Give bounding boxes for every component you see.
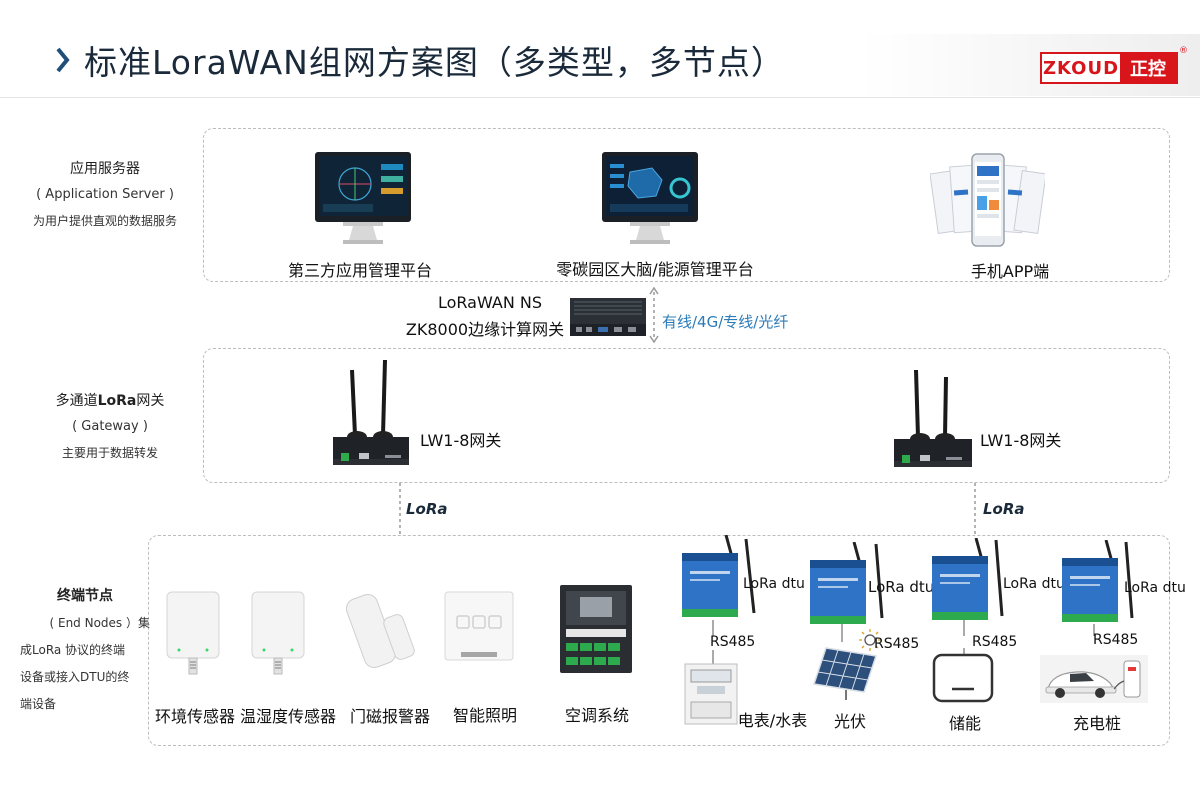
lora-gateway-icon-1 [333,359,409,465]
solar-panel-icon [813,647,877,700]
app-layer-label: 应用服务器 ( Application Server ) 为用户提供直观的数据服… [20,156,190,234]
logo-text-cn: 正控 [1120,54,1176,82]
app-layer-panel [203,128,1170,282]
gateway-name-bold: LoRa [97,393,137,409]
bidirectional-arrow-icon [649,286,659,344]
lora-dtu-icon-3 [932,538,1004,620]
device-label-lighting: 智能照明 [452,706,517,725]
platform-label-mobile: 手机APP端 [970,262,1050,281]
device-label-temp-humidity: 温湿度传感器 [239,707,336,726]
header-bar [0,0,1200,98]
brand-logo: ZKOUD 正控 [1040,52,1178,84]
device-label-door-alarm: 门磁报警器 [349,707,430,726]
lora-logo-1: LoRa [406,500,448,518]
lora-dtu-icon-4 [1062,540,1134,622]
door-magnet-alarm-icon [345,594,415,668]
sun-icon [859,629,881,651]
ns-link-types: 有线/4G/专线/光纤 [662,313,789,331]
lora-logo-2: LoRa [983,500,1025,518]
gateway-layer-label: 多通道LoRa网关 ( Gateway ) 主要用于数据转发 [25,388,195,466]
app-layer-name-en: ( Application Server ) [36,187,174,202]
node-layer-desc-4: 端设备 [20,697,57,711]
edge-computing-gateway-icon [570,298,646,336]
air-conditioner-controller-icon [560,585,632,673]
gateway-label-2: LW1-8网关 [980,431,1062,450]
dtu-label-1: LoRa dtu [743,576,805,592]
app-layer-desc: 为用户提供直观的数据服务 [32,214,177,228]
ns-line1: LoRaWAN NS [437,293,543,312]
dtu-label-2: LoRa dtu [868,578,935,596]
app-layer-name: 应用服务器 [70,161,140,177]
device-label-environment: 环境传感器 [154,707,235,726]
electric-meter-icon [684,663,738,725]
registered-mark: ® [1179,46,1188,56]
lora-link-line-1 [399,483,401,537]
gateway-layer-name: 多通道LoRa网关 [25,388,195,414]
ev-charging-station-icon [1040,655,1148,703]
lora-dtu-icon-1 [682,535,756,617]
rs485-label-2: RS485 [874,636,920,652]
chevron-right-icon [56,47,70,73]
node-layer-desc-2: 成LoRa 协议的终端 [20,643,126,657]
node-layer-desc-3: 设备或接入DTU的终 [20,670,130,684]
page-title: 标准LoraWAN组网方案图（多类型，多节点） [84,43,785,82]
rs485-line-1b [712,650,714,664]
gateway-name-suffix: 网关 [136,393,165,409]
temperature-humidity-sensor-icon [251,591,305,675]
monitor-icon-energy-platform [602,152,698,244]
rs485-label-3: RS485 [972,634,1018,650]
gateway-label-1: LW1-8网关 [420,431,502,450]
monitor-icon-third-party [315,152,411,244]
rs485-label-4: RS485 [1093,632,1139,648]
rs485-line-1 [712,620,714,636]
node-layer-label: 终端节点 ( End Nodes ）集 成LoRa 协议的终端 设备或接入DTU… [20,583,150,718]
rs485-line-3 [963,620,965,636]
lora-dtu-icon-2 [810,542,884,624]
rs485-label-1: RS485 [710,634,756,650]
rs485-line-2 [841,624,843,642]
lora-gateway-icon-2 [894,369,972,467]
gateway-name-prefix: 多通道 [55,393,98,409]
lora-link-line-2 [974,483,976,537]
dtu-target-storage: 储能 [948,714,981,733]
environment-sensor-icon [166,591,220,675]
mobile-app-icon [930,153,1045,247]
ns-line2: ZK8000边缘计算网关 [405,320,565,339]
dtu-target-ev-charger: 充电桩 [1072,714,1121,733]
smart-light-switch-icon [444,591,514,661]
node-layer-panel [148,535,1170,746]
gateway-layer-name-en: ( Gateway ) [72,419,148,434]
dtu-label-4: LoRa dtu [1124,580,1186,596]
device-label-aircon: 空调系统 [564,706,629,725]
platform-label-third-party: 第三方应用管理平台 [287,261,432,280]
gateway-layer-panel [203,348,1170,483]
dtu-label-3: LoRa dtu [1003,576,1065,592]
dtu-target-solar: 光伏 [833,712,866,731]
rs485-line-4 [1093,624,1095,636]
dtu-target-meter: 电表/水表 [737,711,808,730]
platform-label-energy: 零碳园区大脑/能源管理平台 [556,260,754,279]
node-layer-desc-1: ( End Nodes ）集 [49,616,150,630]
logo-text-en: ZKOUD [1042,54,1120,82]
node-layer-name: 终端节点 [57,588,113,604]
gateway-layer-desc: 主要用于数据转发 [61,446,158,460]
energy-storage-icon [932,653,994,703]
